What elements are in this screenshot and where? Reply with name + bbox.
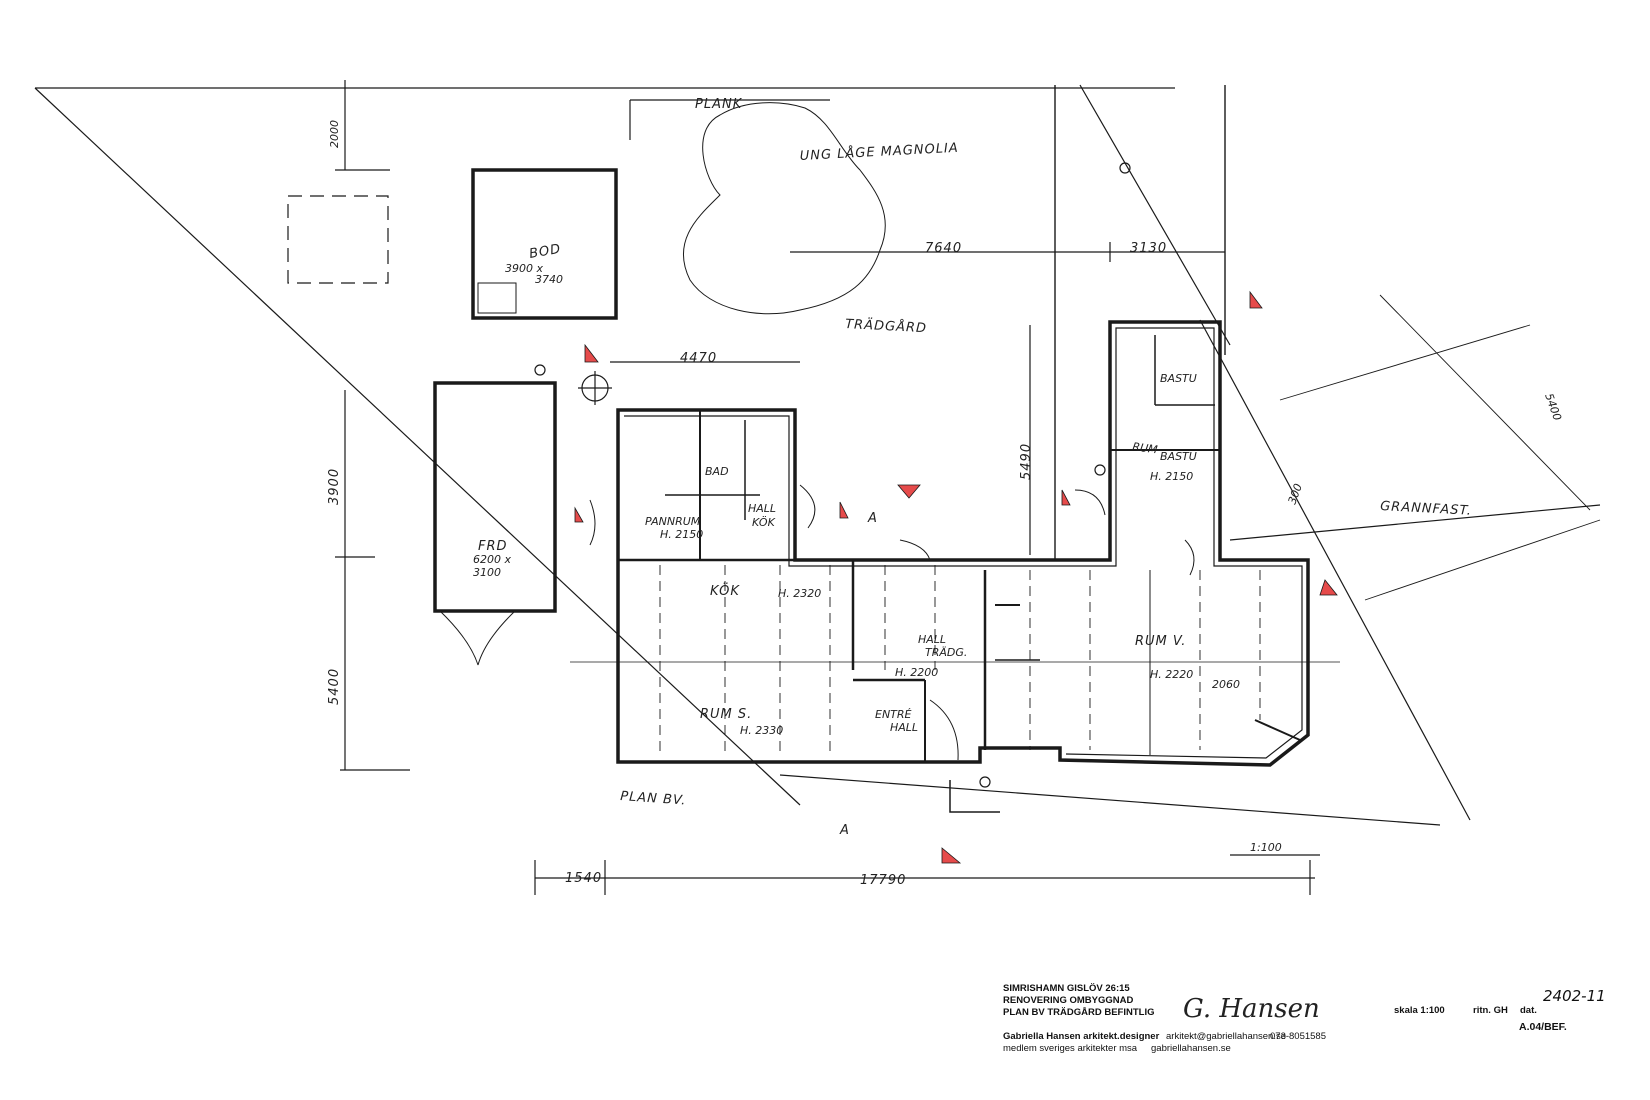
site-line-bottom: [779, 774, 1441, 826]
main-house-outline: [616, 320, 1310, 767]
title-phone: 073-8051585: [1270, 1031, 1326, 1042]
label-entre-hall: HALL: [890, 721, 918, 734]
label-hall-h: H. 2200: [895, 666, 938, 679]
title-subject: RENOVERING OMBYGGNAD: [1003, 995, 1134, 1006]
label-pannrum: PANNRUM: [645, 515, 701, 528]
title-member: medlem sveriges arkitekter msa: [1003, 1043, 1138, 1054]
bod-building: [471, 168, 618, 320]
label-frd: FRD: [478, 539, 508, 554]
site-line-right: [1229, 504, 1601, 541]
site-diagonal-right: [1079, 84, 1231, 346]
label-bod-dim2: 3740: [535, 273, 563, 286]
level-marker: [1319, 579, 1338, 596]
label-bastu: BASTU: [1160, 372, 1197, 385]
label-hall-tradg: HALL: [918, 633, 946, 646]
label-section-a2: A: [839, 823, 850, 838]
label-section-a1: A: [867, 511, 878, 526]
label-plank: PLANK: [695, 97, 743, 112]
title-block: SIMRISHAMN GISLÖV 26:15 RENOVERING OMBYG…: [1003, 978, 1623, 1088]
dim-1540: 1540: [565, 871, 602, 886]
dim-7640: 7640: [925, 241, 962, 256]
dim-17790: 17790: [860, 873, 906, 888]
label-bod-dim1: 3900 x: [505, 262, 543, 275]
label-hall-small: HALL: [748, 502, 776, 515]
title-drawing: PLAN BV TRÄDGÅRD BEFINTLIG: [1003, 1007, 1155, 1018]
label-entre: ENTRÉ: [875, 708, 912, 721]
level-marker: [1249, 290, 1263, 309]
label-scale-note: 1:100: [1250, 841, 1282, 854]
level-marker: [941, 847, 962, 864]
label-pannrum-h: H. 2150: [660, 528, 703, 541]
label-rum-v-h2: 2060: [1212, 678, 1240, 691]
label-rum-bastu-h: H. 2150: [1150, 470, 1193, 483]
label-grannfast: GRANNFAST.: [1380, 499, 1473, 519]
label-kok-h: H. 2320: [778, 587, 821, 600]
level-marker: [584, 343, 599, 363]
magnolia-outline: [683, 102, 886, 315]
site-diagonal-right2: [1199, 319, 1471, 821]
dim-4470: 4470: [680, 351, 717, 366]
label-rum-v: RUM V.: [1135, 634, 1186, 649]
label-tradgard: TRÄDGÅRD: [845, 316, 928, 336]
title-architect: Gabriella Hansen arkitekt.designer: [1003, 1031, 1160, 1042]
label-kok-small: KÖK: [752, 516, 776, 529]
label-bad: BAD: [705, 465, 729, 478]
dim-5400: 5400: [327, 668, 342, 705]
title-dat: dat.: [1520, 1005, 1537, 1016]
label-rum-bastu: RUM: [1132, 440, 1159, 456]
dim-5490: 5490: [1019, 443, 1034, 480]
dim-300: 300: [1286, 482, 1305, 506]
dim-5400-right: 5400: [1542, 392, 1564, 423]
title-scale: skala 1:100: [1394, 1005, 1445, 1016]
label-frd-dim2: 3100: [473, 566, 501, 579]
title-drawing-number: A.04/BEF.: [1519, 1021, 1567, 1033]
level-marker: [574, 506, 584, 523]
label-hall-tradg2: TRÄDG.: [925, 646, 967, 659]
title-project: SIMRISHAMN GISLÖV 26:15: [1003, 983, 1130, 994]
title-date: 2402-11: [1543, 987, 1606, 1005]
level-marker: [1061, 489, 1071, 506]
label-rum-bastu2: BASTU: [1160, 450, 1197, 463]
dim-2000: 2000: [328, 120, 341, 148]
site-diagonal-left: [34, 87, 801, 806]
title-email: arkitekt@gabriellahansen.se: [1166, 1031, 1287, 1042]
label-kok: KÖK: [710, 582, 740, 599]
label-rum-s: RUM S.: [700, 707, 752, 722]
label-plan-bv: PLAN BV.: [620, 789, 687, 809]
title-ritn: ritn. GH: [1473, 1005, 1508, 1016]
frd-building: [433, 381, 557, 613]
level-marker: [897, 484, 921, 499]
label-bod: BOD: [528, 242, 562, 262]
label-rum-s-h: H. 2330: [740, 724, 783, 737]
level-marker: [839, 501, 849, 519]
signature: G. Hansen: [1183, 994, 1320, 1024]
dim-3900: 3900: [327, 468, 342, 505]
label-magnolia: UNG LÅGE MAGNOLIA: [799, 140, 959, 164]
dim-3130: 3130: [1130, 241, 1167, 256]
label-frd-dim1: 6200 x: [473, 553, 511, 566]
label-rum-v-h: H. 2220: [1150, 668, 1193, 681]
title-web: gabriellahansen.se: [1151, 1043, 1231, 1054]
